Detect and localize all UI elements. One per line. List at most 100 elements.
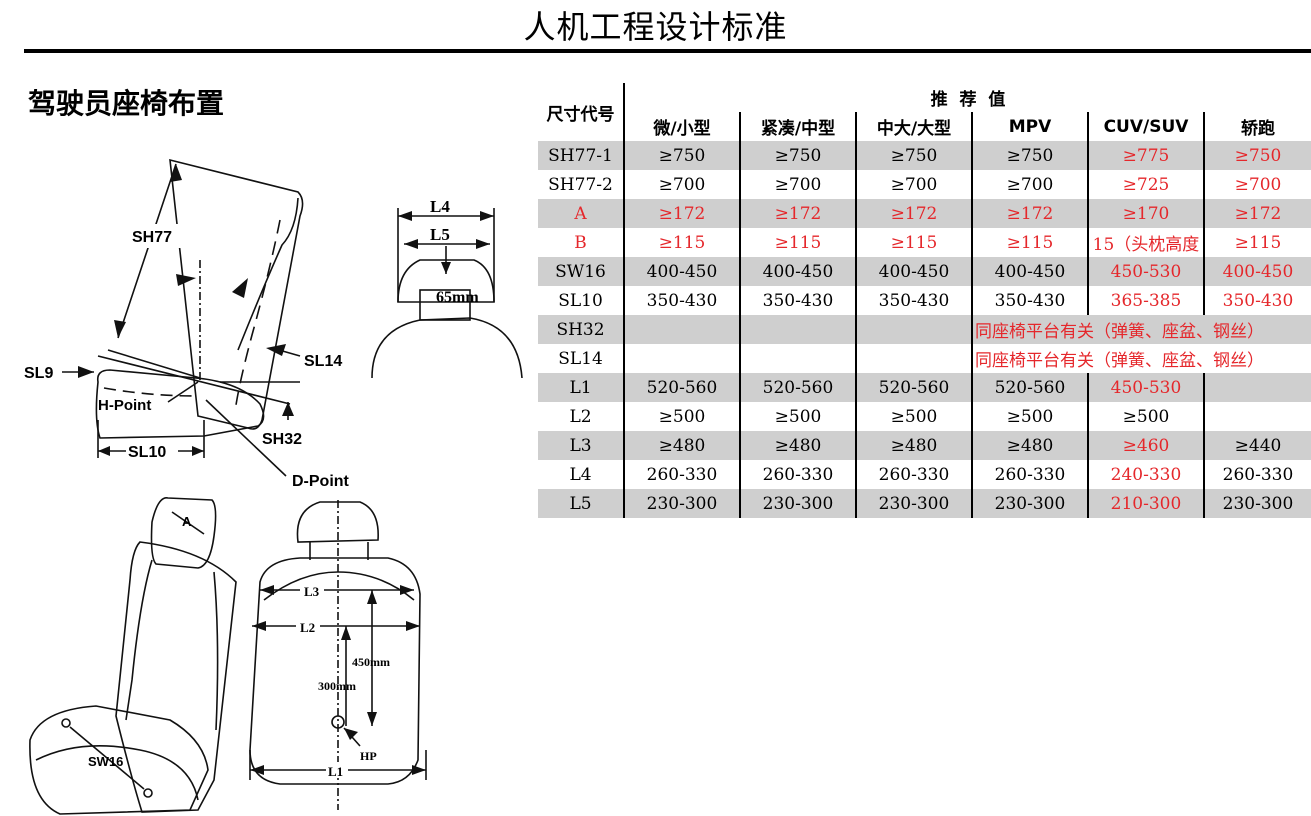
table-cell: ≥700 xyxy=(972,170,1089,199)
table-cell xyxy=(856,315,973,344)
table-cell: ≥460 xyxy=(1088,431,1205,460)
column-header: CUV/SUV xyxy=(1088,112,1205,141)
table-cell: ≥172 xyxy=(856,199,973,228)
table-cell: 230-300 xyxy=(740,489,857,518)
table-cell: 400-450 xyxy=(1204,257,1311,286)
seat-diagrams: SH77 SL9 SL14 H-Point SH32 SL10 D-Point … xyxy=(24,158,523,815)
table-row: SL14 同座椅平台有关（弹簧、座盆、钢丝） xyxy=(538,344,1311,373)
table-row: SH77-1≥750≥750≥750≥750≥775≥750 xyxy=(538,141,1311,170)
label-sl14: SL14 xyxy=(304,353,342,370)
section-title: 驾驶员座椅布置 xyxy=(28,87,225,120)
label-450mm: 450mm xyxy=(352,655,390,669)
column-header: 微/小型 xyxy=(624,112,741,141)
table-cell: 240-330 xyxy=(1088,460,1205,489)
table-cell: ≥750 xyxy=(740,141,857,170)
table-cell xyxy=(1204,402,1311,431)
table-cell xyxy=(1204,373,1311,402)
table-cell: ≥480 xyxy=(624,431,741,460)
title-rule xyxy=(24,49,1311,53)
table-cell: ≥440 xyxy=(1204,431,1311,460)
column-header: 轿跑 xyxy=(1241,119,1275,139)
column-header: 中大/大型 xyxy=(856,112,973,141)
table-cell: ≥170 xyxy=(1088,199,1205,228)
table-cell: ≥750 xyxy=(624,141,741,170)
row-code: A xyxy=(538,199,625,228)
seat-perspective xyxy=(150,497,217,569)
table-row: A≥172≥172≥172≥172≥170≥172 xyxy=(538,199,1311,228)
table-cell xyxy=(624,315,741,344)
table-cell: 350-430 xyxy=(740,286,857,315)
table-cell: ≥700 xyxy=(740,170,857,199)
headrest-front xyxy=(397,259,495,303)
table-cell: ≥750 xyxy=(1204,141,1311,170)
label-sw16: SW16 xyxy=(88,754,123,769)
table-cell: ≥700 xyxy=(856,170,973,199)
table-cell: ≥115 xyxy=(1234,232,1282,253)
table-cell: 260-330 xyxy=(856,460,973,489)
table-cell: 230-300 xyxy=(624,489,741,518)
table-cell: 230-300 xyxy=(972,489,1089,518)
seat-front xyxy=(249,557,421,785)
table-cell: 400-450 xyxy=(972,257,1089,286)
row-code: SL14 xyxy=(538,344,625,373)
label-hp: HP xyxy=(360,749,377,763)
table-cell: ≥500 xyxy=(856,402,973,431)
platform-note: 同座椅平台有关（弹簧、座盆、钢丝） xyxy=(975,351,1264,371)
table-cell: ≥725 xyxy=(1088,170,1205,199)
label-sh32: SH32 xyxy=(262,431,302,448)
table-cell: ≥500 xyxy=(740,402,857,431)
table-cell: ≥172 xyxy=(1204,199,1311,228)
table-cell: ≥700 xyxy=(624,170,741,199)
table-cell: ≥750 xyxy=(972,141,1089,170)
label-l3: L3 xyxy=(304,584,320,599)
label-l5: L5 xyxy=(430,225,450,244)
table-cell: 520-560 xyxy=(856,373,973,402)
table-cell: 520-560 xyxy=(624,373,741,402)
table-row: SH77-2≥700≥700≥700≥700≥725≥700 xyxy=(538,170,1311,199)
table-cell: ≥115 xyxy=(624,228,741,257)
table-cell: 210-300 xyxy=(1088,489,1205,518)
row-code: SH32 xyxy=(538,315,625,344)
table-cell: 520-560 xyxy=(740,373,857,402)
table-cell: 230-300 xyxy=(856,489,973,518)
table-cell: 350-430 xyxy=(972,286,1089,315)
label-h-point: H-Point xyxy=(98,397,151,414)
table-cell xyxy=(624,344,741,373)
platform-note: 同座椅平台有关（弹簧、座盆、钢丝） xyxy=(972,315,1311,344)
table-cell: 400-450 xyxy=(856,257,973,286)
table-cell: ≥115 xyxy=(740,228,857,257)
table-row: SH32 同座椅平台有关（弹簧、座盆、钢丝） xyxy=(538,315,1311,344)
column-header: MPV xyxy=(972,112,1089,141)
table-cell: 15（头枕高度 xyxy=(1088,228,1205,257)
table-cell: ≥480 xyxy=(972,431,1089,460)
table-cell: ≥500 xyxy=(1088,402,1205,431)
label-l4: L4 xyxy=(430,197,450,216)
column-header: 紧凑/中型 xyxy=(740,112,857,141)
table-cell: ≥172 xyxy=(740,199,857,228)
label-sl10: SL10 xyxy=(128,444,166,461)
table-cell: 450-530 xyxy=(1088,257,1205,286)
table-cell xyxy=(856,344,973,373)
table-cell: ≥500 xyxy=(624,402,741,431)
row-code: L2 xyxy=(538,402,625,431)
table-cell: ≥172 xyxy=(972,199,1089,228)
page-title: 人机工程设计标准 xyxy=(523,8,788,46)
table-cell: ≥115 xyxy=(972,228,1089,257)
table-cell: ≥480 xyxy=(856,431,973,460)
table-cell: 260-330 xyxy=(972,460,1089,489)
table-cell: 350-430 xyxy=(1222,290,1294,311)
label-65mm: 65mm xyxy=(436,289,479,306)
label-a: A xyxy=(182,514,192,529)
header-code: 尺寸代号 xyxy=(538,83,625,141)
row-code: SH77-2 xyxy=(538,170,625,199)
row-code: L4 xyxy=(538,460,625,489)
table-cell xyxy=(740,344,857,373)
label-d-point: D-Point xyxy=(292,473,350,490)
row-code: SL10 xyxy=(538,286,625,315)
table-cell: 350-430 xyxy=(624,286,741,315)
table-cell: ≥750 xyxy=(856,141,973,170)
table-cell: 260-330 xyxy=(624,460,741,489)
